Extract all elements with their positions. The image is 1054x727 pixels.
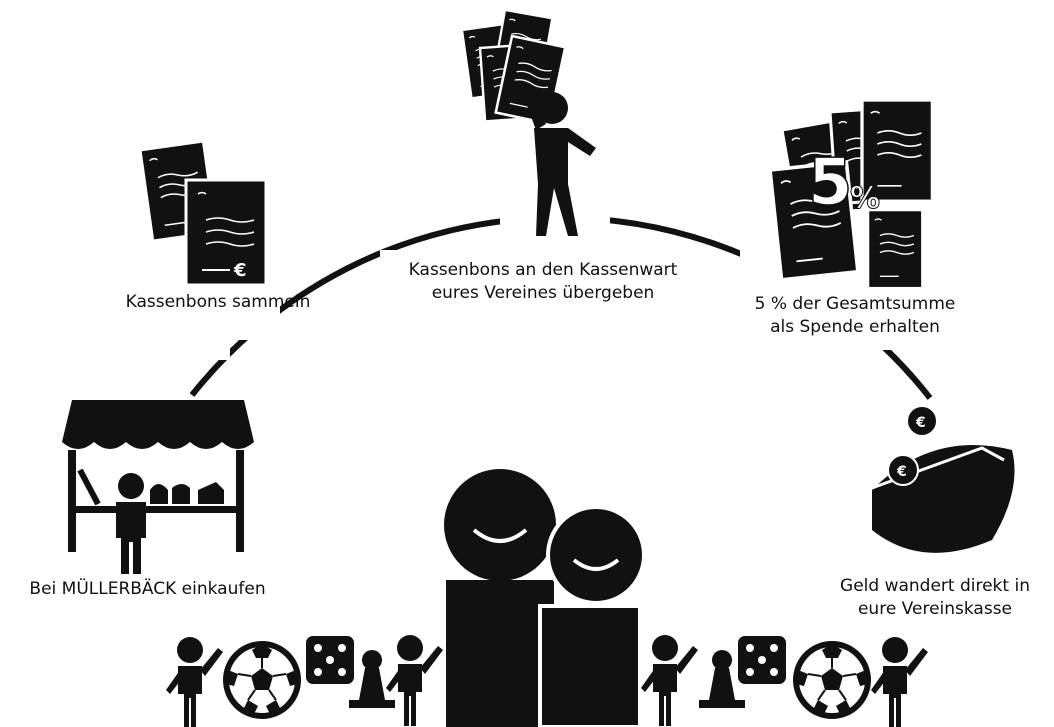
step-cashbox-label: Geld wandert direkt in eure Vereinskasse xyxy=(825,575,1045,621)
club-members-icon xyxy=(444,469,646,727)
coin-icon: € xyxy=(906,405,938,437)
step-cashbox-line2: eure Vereinskasse xyxy=(857,599,1013,619)
receipt-euro-sign: € xyxy=(233,260,247,281)
kid-icon xyxy=(641,635,698,726)
kid-icon xyxy=(386,635,443,726)
step-donation-line1: 5 % der Gesamtsumme xyxy=(754,294,956,314)
percent-number: 5 xyxy=(808,146,853,220)
wallet-icon: € xyxy=(871,445,1015,553)
pawn-icon xyxy=(349,650,395,708)
die-icon xyxy=(306,636,354,684)
step-handover-line1: Kassenbons an den Kassenwart xyxy=(408,260,678,280)
step-shop-label: Bei MÜLLERBÄCK einkaufen xyxy=(29,579,266,599)
percent-sign: % xyxy=(850,181,880,216)
step-collect-label: Kassenbons sammeln xyxy=(125,292,311,312)
die-icon xyxy=(738,636,786,684)
receipts-percent-icon: 5 % xyxy=(768,98,935,290)
step-handover-label: Kassenbons an den Kassenwart eures Verei… xyxy=(388,259,698,305)
football-icon xyxy=(226,644,298,716)
svg-text:€: € xyxy=(896,464,907,480)
receipts-icon: € xyxy=(138,139,268,287)
market-stall-icon xyxy=(62,400,254,552)
step-donation-label: 5 % der Gesamtsumme als Spende erhalten xyxy=(745,293,965,339)
kid-icon xyxy=(166,637,223,727)
football-icon xyxy=(796,644,868,716)
person-with-receipts-icon xyxy=(460,8,596,236)
kid-icon xyxy=(871,637,928,727)
step-donation-line2: als Spende erhalten xyxy=(770,317,940,337)
shopper-icon xyxy=(116,473,146,574)
step-handover-line2: eures Vereines übergeben xyxy=(431,283,655,303)
step-cashbox-line1: Geld wandert direkt in xyxy=(840,576,1030,596)
svg-text:€: € xyxy=(915,415,926,431)
